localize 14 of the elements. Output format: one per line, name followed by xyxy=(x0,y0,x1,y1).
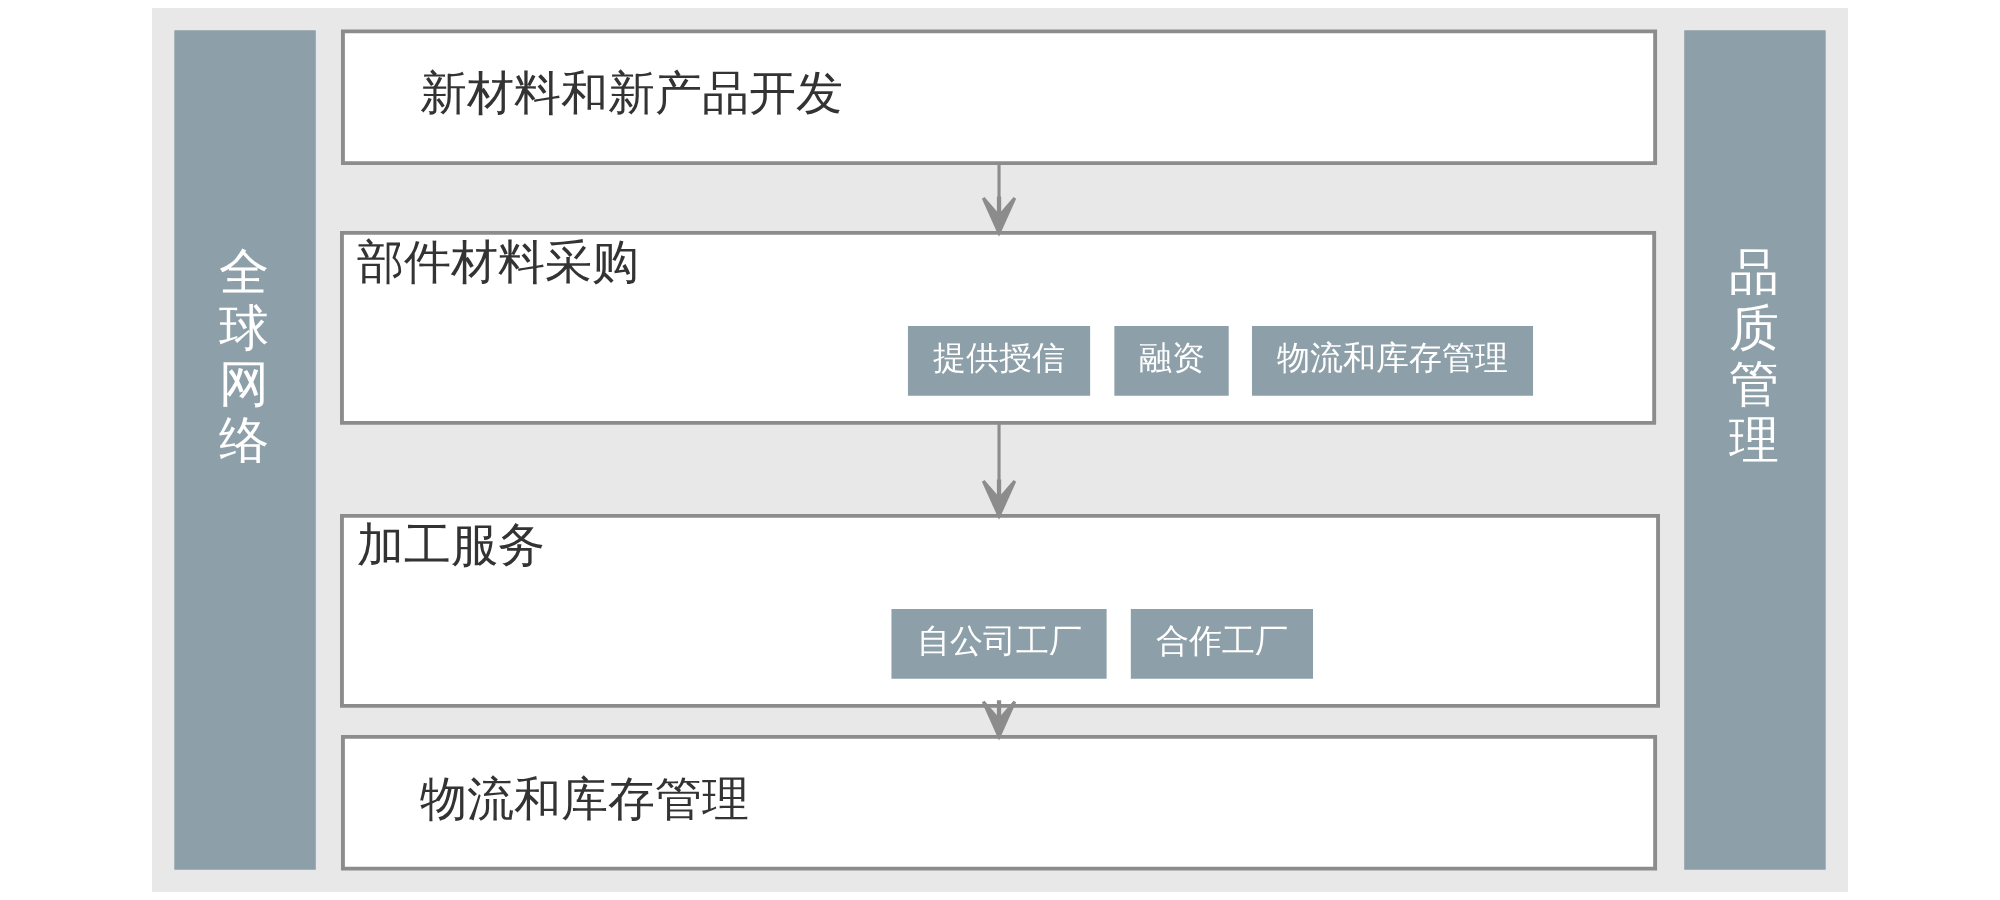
node-box: 合作工厂 xyxy=(1130,608,1314,679)
node-box: 新材料和新产品开发 xyxy=(341,29,1658,166)
node-box: 提供授信 xyxy=(907,325,1091,396)
node-box: 自公司工厂 xyxy=(891,608,1107,679)
node-box: 物流和库存管理 xyxy=(1252,325,1534,396)
node-text: 品质管理 xyxy=(1728,241,1779,470)
cluster xyxy=(174,30,316,870)
arrow xyxy=(981,163,1017,235)
node-text: 全球网络 xyxy=(218,241,269,470)
arrow xyxy=(981,422,1017,518)
node-box: 融资 xyxy=(1114,325,1229,396)
node-box: 物流和库存管理 xyxy=(341,734,1658,871)
cluster xyxy=(1684,30,1826,870)
arrow xyxy=(981,700,1017,739)
